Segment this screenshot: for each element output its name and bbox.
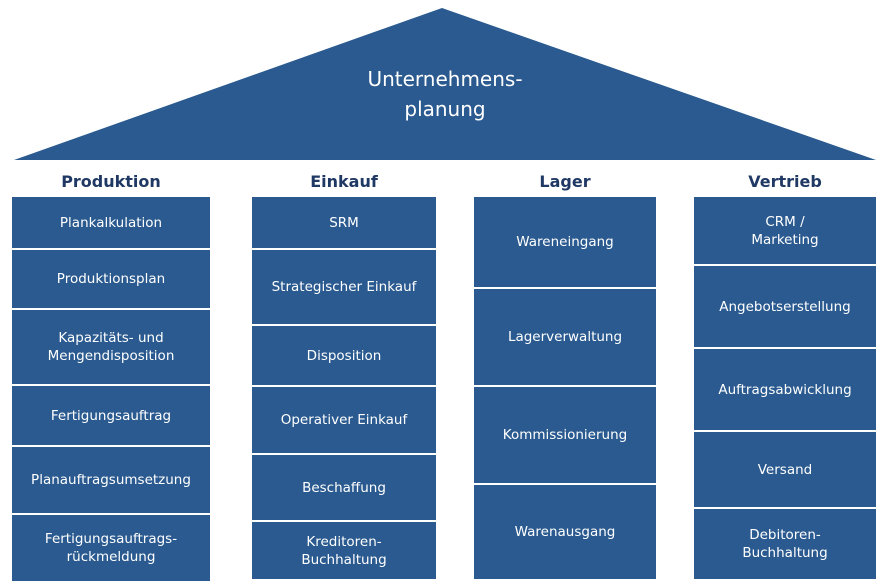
pillar-block-label: Mengendisposition (47, 348, 175, 364)
roof-shape (14, 8, 876, 160)
pillar-block: Warenausgang (474, 485, 656, 579)
pillar-block: Fertigungsauftrag (12, 386, 210, 445)
pillar-block: Planauftragsumsetzung (12, 447, 210, 513)
pillar-block-label: Fertigungsauftrags- (44, 531, 178, 547)
pillar-block: Fertigungsauftrags-rückmeldung (12, 515, 210, 581)
pillar-block-label: Lagerverwaltung (507, 329, 623, 345)
pillar-block: SRM (252, 197, 436, 248)
pillar-block: Beschaffung (252, 455, 436, 520)
pillar-block-label: rückmeldung (66, 549, 156, 565)
pillar-block-label: Angebotserstellung (719, 298, 851, 315)
pillar-block-label: Planauftragsumsetzung (31, 472, 191, 488)
pillar-block-label: Plankalkulation (59, 214, 163, 231)
pillar-block-label: Kapazitäts- und (58, 330, 164, 346)
pillar-title: Einkauf (310, 172, 378, 191)
pillar-block-label: Auftragsabwicklung (718, 381, 852, 398)
pillar-block-label: Warenausgang (514, 524, 616, 540)
pillar-block: Disposition (252, 326, 436, 385)
roof (14, 8, 876, 160)
pillar-block: Wareneingang (474, 197, 656, 287)
pillar-block-label: Operativer Einkauf (280, 412, 408, 428)
pillar-block-label: Kommissionierung (502, 427, 628, 443)
pillar-block-label: Strategischer Einkauf (271, 279, 417, 295)
pillar-title: Vertrieb (748, 172, 822, 191)
pillar-block: Lagerverwaltung (474, 289, 656, 385)
pillar-block-label: Fertigungsauftrag (50, 407, 172, 424)
pillar-block-label: Disposition (306, 347, 382, 364)
pillar-block-label: Buchhaltung (742, 545, 828, 561)
pillar-block: Produktionsplan (12, 250, 210, 308)
pillar-block-label: Marketing (751, 231, 819, 248)
pillar-title: Produktion (61, 172, 161, 191)
pillar-block: Auftragsabwicklung (694, 349, 876, 430)
pillar-block-label: Beschaffung (302, 479, 386, 496)
pillar-block-label: CRM / (765, 213, 805, 230)
pillar-block-label: Buchhaltung (301, 551, 387, 568)
pillar-block: Operativer Einkauf (252, 387, 436, 453)
pillar-block: Strategischer Einkauf (252, 250, 436, 324)
pillar-block-label: Wareneingang (516, 234, 614, 250)
pillar-block-label: Produktionsplan (56, 271, 166, 287)
roof-title: Unternehmens- planung (320, 64, 570, 124)
pillar-title: Lager (539, 172, 591, 191)
pillar-block: Plankalkulation (12, 197, 210, 248)
pillar-block: Versand (694, 432, 876, 507)
pillar-block: CRM /Marketing (694, 197, 876, 264)
pillar-block: Kommissionierung (474, 387, 656, 483)
pillar-block-label: Debitoren- (749, 527, 821, 543)
roof-title-line-1: Unternehmens- (367, 67, 523, 91)
pillar-block: Debitoren- Buchhaltung (694, 509, 876, 579)
pillar-block-label: Kreditoren- (306, 533, 382, 550)
pillar-block-label: SRM (329, 214, 359, 231)
pillar-block-label: Versand (757, 461, 813, 478)
pillar-block: Kreditoren-Buchhaltung (252, 522, 436, 579)
pillar-block: Angebotserstellung (694, 266, 876, 347)
roof-title-line-2: planung (404, 97, 486, 121)
